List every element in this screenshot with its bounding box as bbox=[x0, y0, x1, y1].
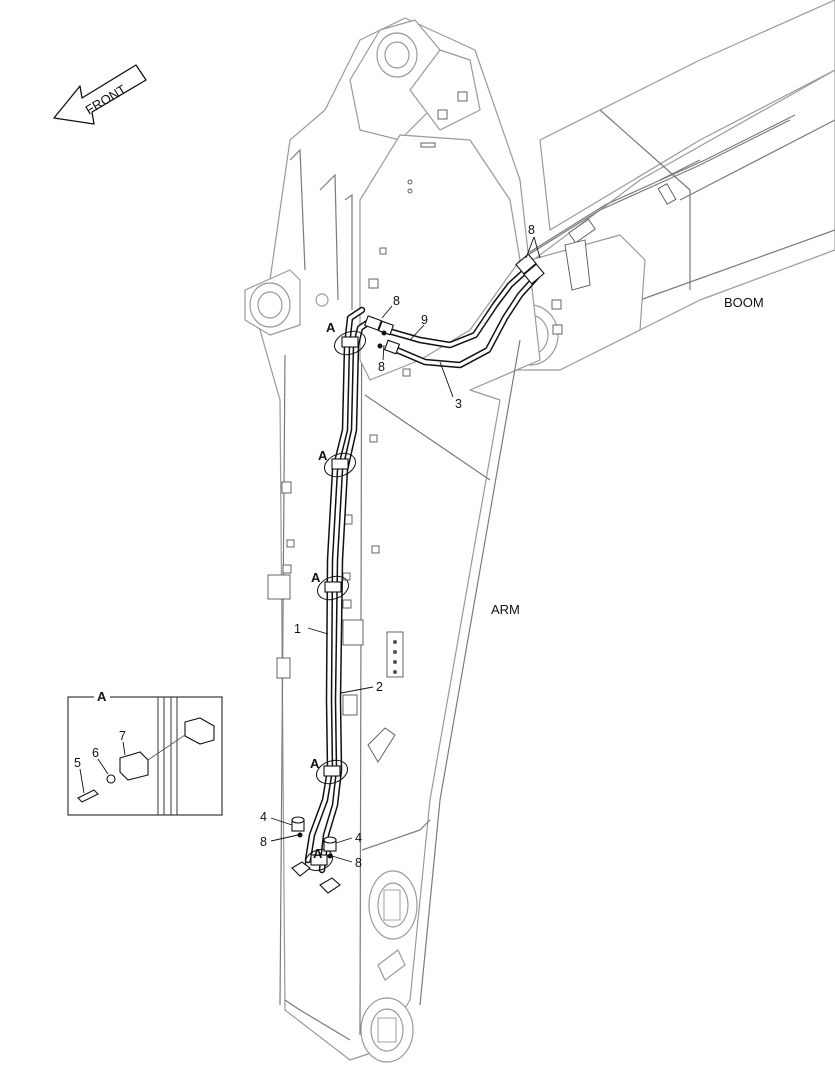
clamp-mark-a5: A bbox=[313, 846, 323, 861]
callout-9: 9 bbox=[421, 313, 428, 327]
callout-8-top: 8 bbox=[393, 294, 400, 308]
clamp-group-3: A bbox=[311, 570, 349, 601]
clamp-mark-a4: A bbox=[310, 756, 320, 771]
clamp-mark-a2: A bbox=[318, 448, 328, 463]
callout-8-boom: 8 bbox=[528, 223, 535, 237]
arm-label: ARM bbox=[491, 602, 520, 617]
boom-label: BOOM bbox=[724, 295, 764, 310]
front-arrow: FRONT bbox=[53, 64, 147, 125]
detail-box-a: A 7 6 5 bbox=[67, 689, 223, 816]
callout-2: 2 bbox=[376, 680, 383, 694]
callouts: 1 2 3 9 8 8 8 4 8 4 8 bbox=[260, 223, 535, 870]
callout-3: 3 bbox=[455, 397, 462, 411]
callout-7: 7 bbox=[119, 729, 126, 743]
detail-box-title: A bbox=[97, 689, 107, 704]
callout-1: 1 bbox=[294, 622, 301, 636]
clamp-group-4: A bbox=[310, 756, 348, 785]
clamp-mark-a1: A bbox=[326, 320, 336, 335]
clamp-group-2: A bbox=[318, 448, 356, 478]
clamp-group-1: A bbox=[326, 320, 366, 356]
bottom-fittings bbox=[291, 330, 387, 894]
callout-4-right: 4 bbox=[355, 831, 362, 845]
callout-8-mid: 8 bbox=[378, 360, 385, 374]
clamp-mark-a3: A bbox=[311, 570, 321, 585]
callout-6: 6 bbox=[92, 746, 99, 760]
arm-structure bbox=[244, 17, 541, 1063]
callout-4-left: 4 bbox=[260, 810, 267, 824]
leader-lines bbox=[270, 236, 541, 863]
callout-5: 5 bbox=[74, 756, 81, 770]
callout-8-left: 8 bbox=[260, 835, 267, 849]
front-arrow-icon bbox=[53, 64, 147, 125]
callout-8-right: 8 bbox=[355, 856, 362, 870]
